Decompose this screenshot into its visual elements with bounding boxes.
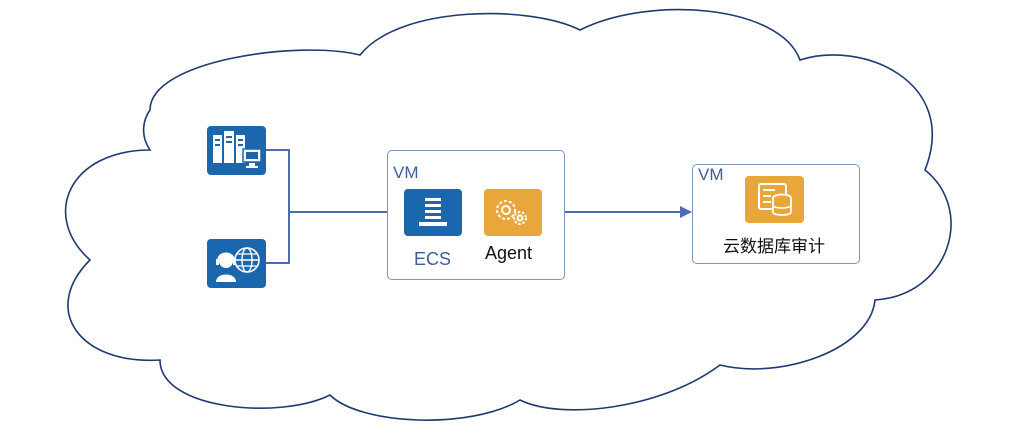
vm-right-title: VM — [698, 165, 724, 184]
ecs-stack-icon — [404, 189, 462, 236]
vm-left-title: VM — [393, 163, 419, 182]
gears-icon — [484, 189, 542, 236]
agent-label: Agent — [485, 243, 533, 263]
source-connectors — [266, 149, 400, 264]
server-monitor-icon — [207, 126, 266, 175]
support-user-globe-icon — [207, 239, 266, 288]
database-audit-label: 云数据库审计 — [723, 237, 825, 257]
database-audit-icon — [745, 176, 804, 223]
ecs-label: ECS — [414, 249, 452, 269]
